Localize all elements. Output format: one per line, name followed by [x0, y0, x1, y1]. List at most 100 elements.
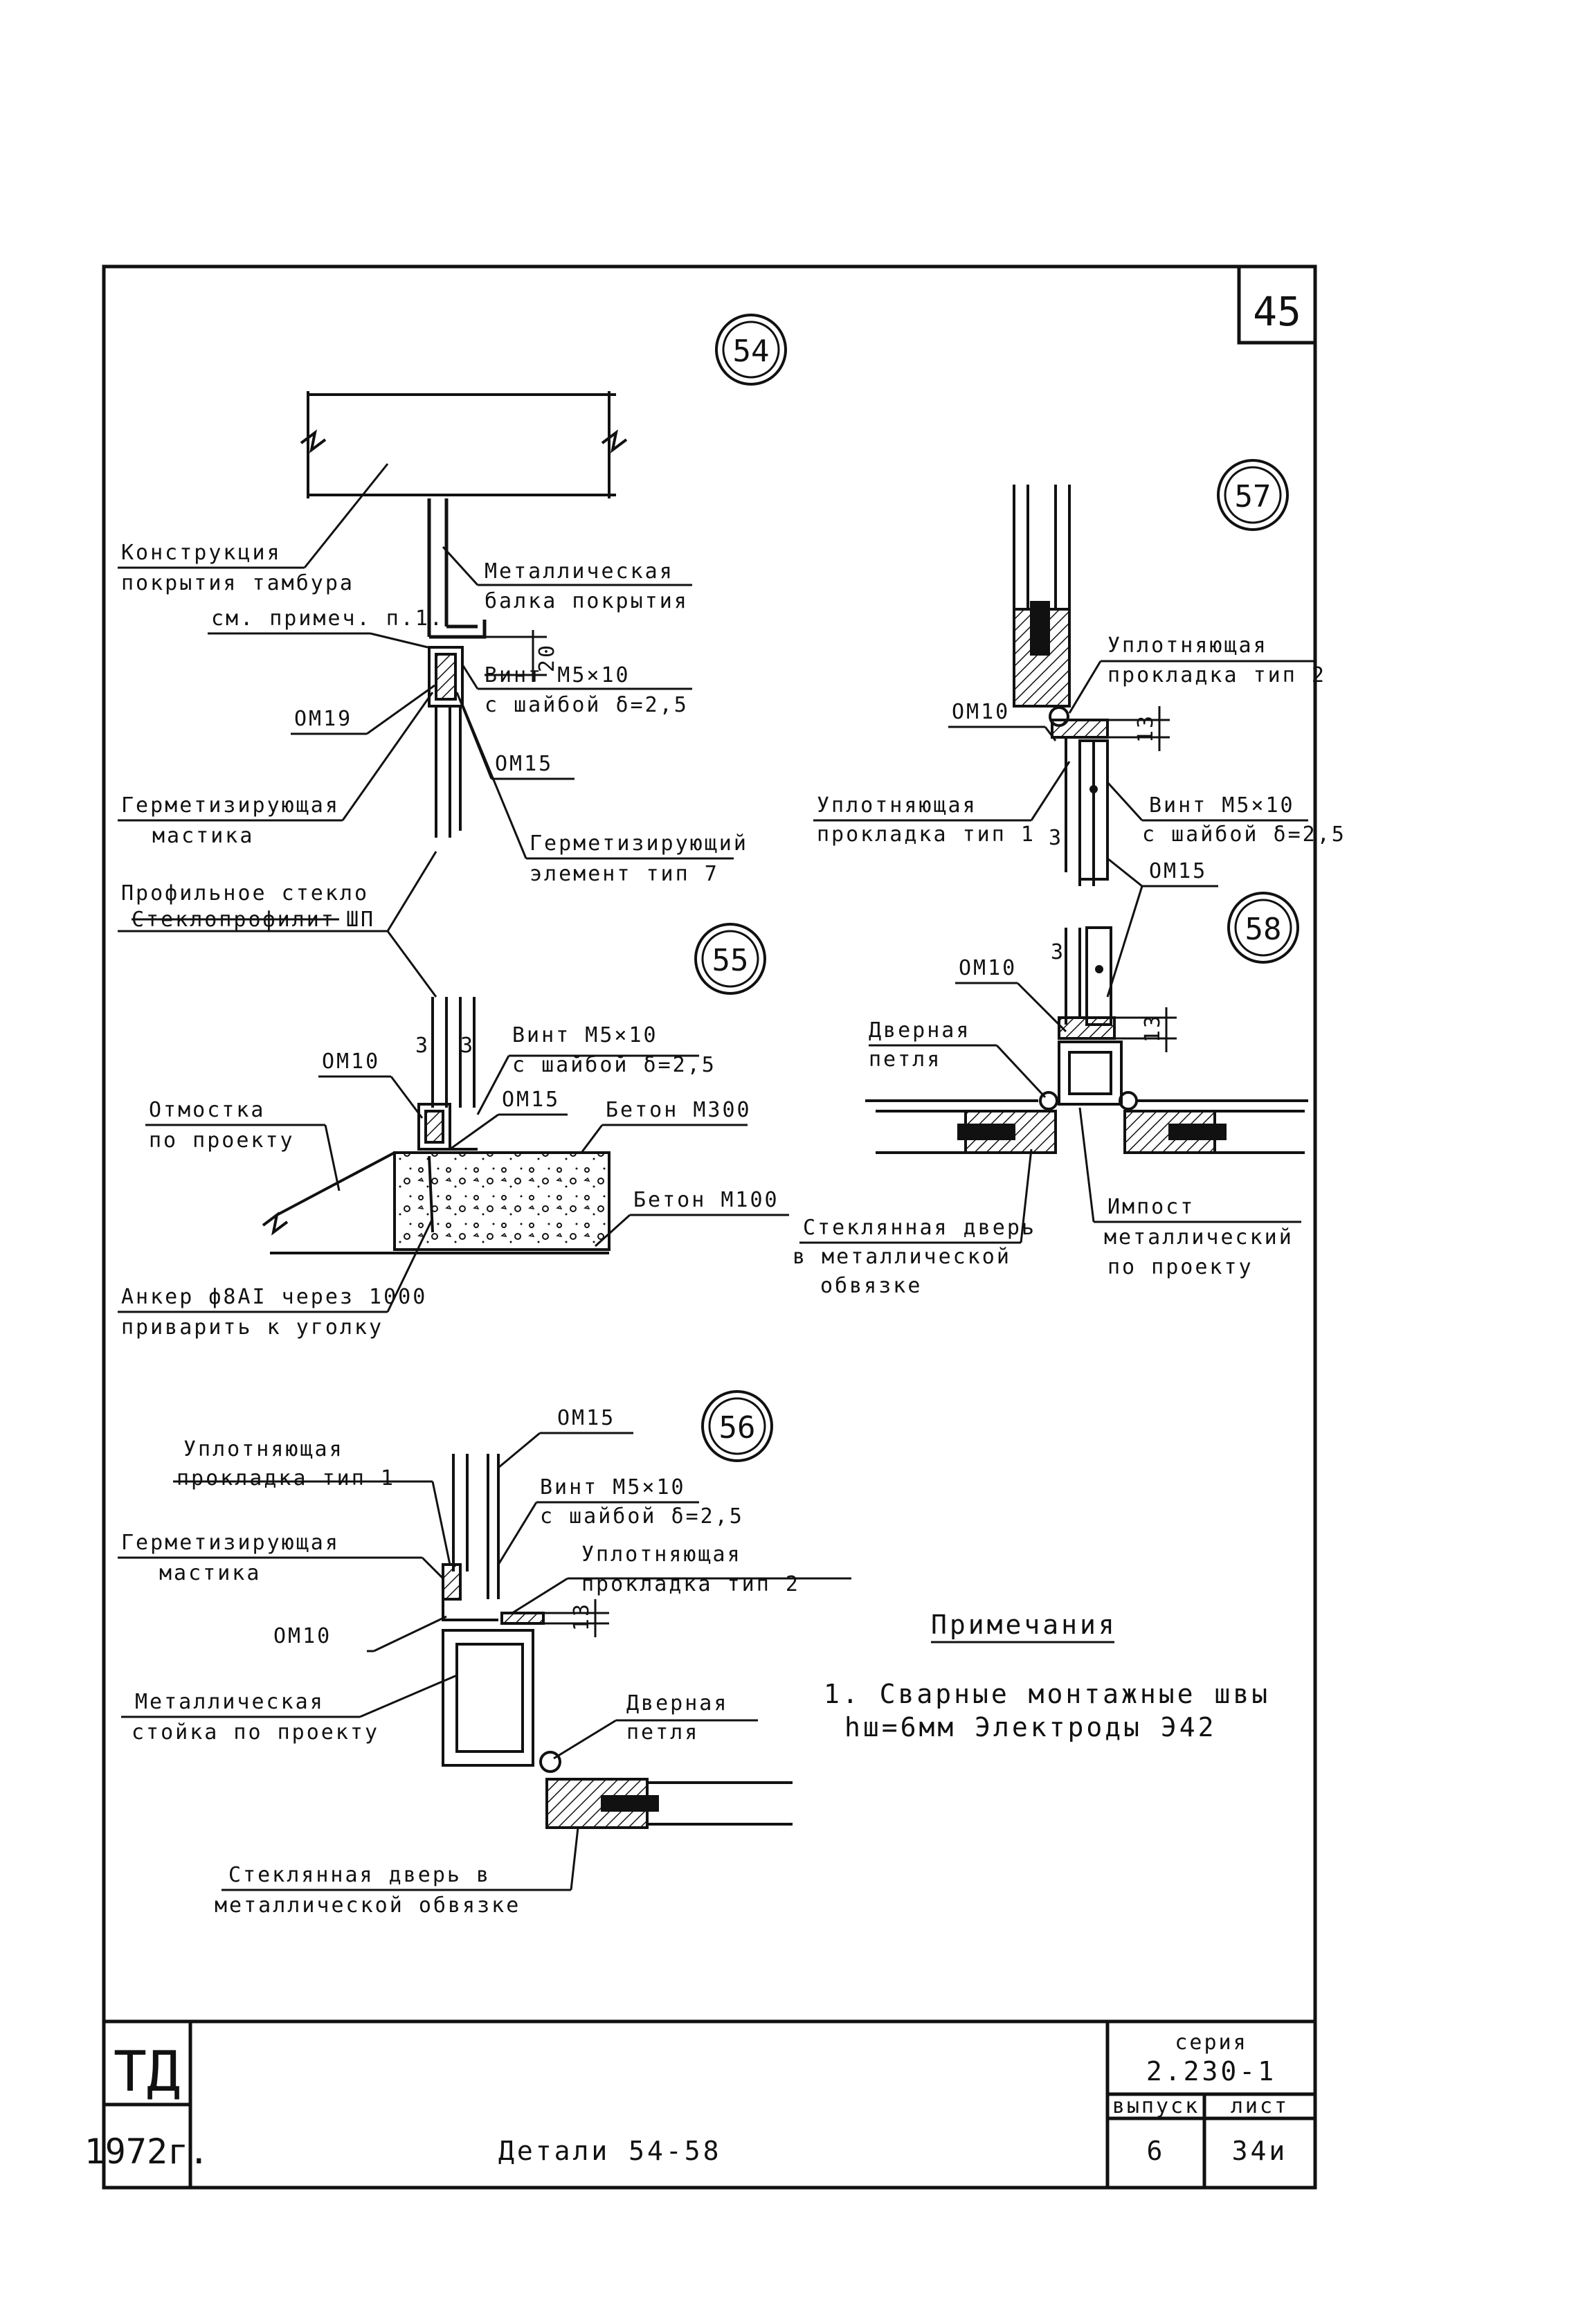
label-impost-1: Импост [1107, 1195, 1195, 1219]
label-glass-2-suffix: ШП [346, 908, 375, 932]
label-door-58-3: обвязке [820, 1274, 922, 1298]
detail-58-leaders [799, 982, 1301, 1244]
detail-55: 55 [118, 923, 789, 1340]
logo-td: ТД [114, 2039, 180, 2104]
dim-3b: 3 [460, 1034, 475, 1058]
detail-58-marker: 58 [1227, 892, 1299, 964]
detail-57: 57 13 [813, 459, 1346, 998]
label-screw-56-1: Винт М5×10 [540, 1475, 686, 1499]
drawing-frame [102, 264, 1317, 2190]
detail-56-leaders [118, 1432, 851, 1891]
door-leaf-57 [1013, 485, 1071, 727]
label-anchor-2: приварить к уголку [121, 1315, 383, 1340]
label-screw-55-1: Винт М5×10 [512, 1023, 658, 1047]
label-screw-56-2: с шайбой δ=2,5 [540, 1504, 744, 1529]
label-gasket2-56-2: прокладка тип 2 [581, 1572, 800, 1596]
label-see-note: см. примеч. п.1. [211, 606, 444, 631]
label-post-1: Металлическая [135, 1690, 325, 1714]
label-screw-57-2: с шайбой δ=2,5 [1142, 822, 1346, 847]
sheet-label: лист [1231, 2094, 1289, 2118]
label-gasket1-57-1: Уплотняющая [817, 793, 977, 818]
label-om10-55: ОМ10 [322, 1050, 380, 1074]
detail-55-leaders [118, 1054, 789, 1313]
label-gasket2-57-2: прокладка тип 2 [1107, 663, 1326, 687]
detail-54-marker: 54 [715, 314, 787, 386]
svg-text:56: 56 [719, 1410, 756, 1445]
dim-13-56 [543, 1599, 609, 1637]
svg-text:57: 57 [1235, 479, 1272, 514]
dim-13-58-text: 13 [1141, 1014, 1165, 1043]
series-label: серия [1175, 2030, 1247, 2055]
door-leaves-58 [865, 1099, 1308, 1154]
frame-profile-om19 [428, 646, 464, 838]
series-value: 2.230-1 [1146, 2056, 1276, 2087]
label-beam-2: балка покрытия [485, 589, 689, 613]
label-construction-2: покрытия тамбура [121, 571, 354, 595]
roof-slab [300, 391, 628, 498]
label-concrete-300: Бетон М300 [606, 1098, 752, 1122]
title-year: 1972г. [84, 2132, 210, 2172]
label-screw-54-1: Винт М5×10 [485, 663, 631, 687]
label-mastic-54-1: Герметизирующая [121, 793, 340, 818]
detail-56-marker: 56 [701, 1390, 773, 1462]
detail-54: 54 20 [118, 314, 787, 886]
label-door-56-2: металлической обвязке [215, 1893, 521, 1918]
label-gasket2-56-1: Уплотняющая [581, 1542, 742, 1567]
label-beam-1: Металлическая [485, 559, 674, 584]
impost-58 [1039, 926, 1138, 1110]
foundation [262, 1151, 610, 1254]
label-door-56-1: Стеклянная дверь в [228, 1863, 491, 1887]
label-mastic-56-2: мастика [159, 1561, 261, 1585]
label-hinge-56-1: Дверная [626, 1691, 728, 1715]
svg-text:55: 55 [712, 943, 749, 978]
label-gasket1-57-2: прокладка тип 1 [817, 822, 1035, 847]
detail-55-marker: 55 [694, 923, 766, 995]
detail-54-leaders [118, 463, 734, 860]
label-om10-58: ОМ10 [959, 956, 1017, 980]
label-construction-1: Конструкция [121, 541, 282, 565]
issue-value: 6 [1147, 2136, 1166, 2166]
label-concrete-100: Бетон М100 [633, 1188, 779, 1212]
label-gasket1-56-1: Уплотняющая [183, 1437, 344, 1461]
sheet-number: 45 [1253, 288, 1301, 335]
label-glass-1: Профильное стекло [121, 881, 369, 906]
detail-58: 58 13 [793, 892, 1308, 1298]
svg-text:58: 58 [1245, 912, 1282, 947]
label-om10-57: ОМ10 [952, 700, 1010, 724]
label-om10-56: ОМ10 [273, 1624, 332, 1648]
glass-profile-55 [417, 997, 478, 1151]
post-56 [442, 1454, 561, 1773]
label-screw-57-1: Винт М5×10 [1149, 793, 1295, 818]
issue-label: выпуск [1112, 2094, 1200, 2118]
label-hinge-58-2: петля [869, 1047, 941, 1072]
label-mastic-54-2: мастика [152, 824, 254, 848]
notes-item1-line1: 1. Сварные монтажные швы [824, 1679, 1270, 1709]
detail-56: 56 13 [118, 1390, 851, 1918]
dim-20 [485, 630, 547, 682]
label-mastic-56-1: Герметизирующая [121, 1531, 340, 1555]
label-door-58-1: Стеклянная дверь [803, 1216, 1036, 1240]
sheet-value: 34и [1232, 2136, 1288, 2166]
label-hinge-58-1: Дверная [869, 1018, 970, 1043]
dim-3-57: 3 [1049, 826, 1063, 850]
drawing-title: Детали 54-58 [498, 2136, 722, 2166]
dim-13-56-text: 13 [570, 1602, 594, 1631]
label-impost-3: по проекту [1107, 1255, 1254, 1279]
detail-57-leaders [813, 660, 1315, 998]
label-gasket1-56-2: прокладка тип 1 [177, 1466, 395, 1490]
label-om15-55: ОМ15 [502, 1088, 560, 1112]
label-anchor-1: Анкер ф8АI через 1000 [121, 1285, 427, 1309]
label-hinge-56-2: петля [626, 1720, 699, 1745]
label-om19: ОМ19 [294, 707, 352, 731]
label-post-2: стойка по проекту [132, 1720, 379, 1745]
label-seal-element-2: элемент тип 7 [530, 862, 719, 886]
dim-3a: 3 [415, 1034, 430, 1058]
dim-13-58 [1114, 1007, 1177, 1052]
label-impost-2: металлический [1104, 1225, 1294, 1250]
door-56 [545, 1778, 793, 1829]
glass-label: Профильное стекло Стеклопрофилит ШП [118, 851, 437, 998]
frame-57 [1051, 719, 1109, 886]
dim-13-57-text: 13 [1134, 714, 1158, 743]
label-paving-2: по проекту [149, 1128, 295, 1153]
